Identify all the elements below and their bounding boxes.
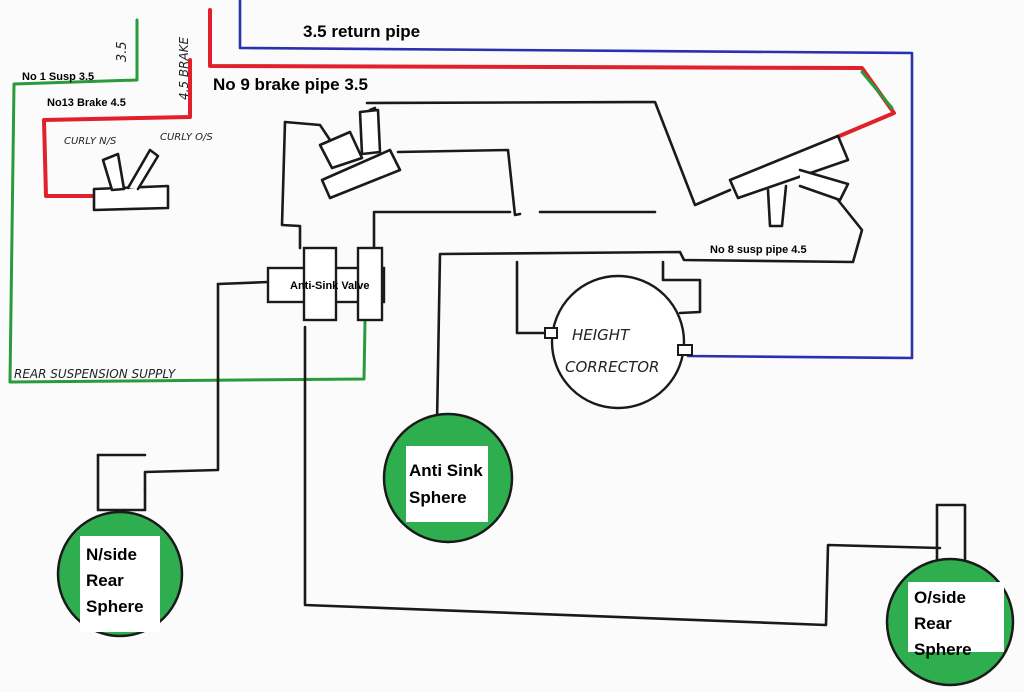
brake-pipe-9-red	[208, 8, 896, 142]
rear-supply-label: REAR SUSPENSION SUPPLY	[14, 367, 177, 381]
vert-35-label: 3.5	[115, 41, 130, 62]
black-pipework	[96, 100, 967, 627]
curly-valve-block	[92, 148, 170, 212]
ns-rear-sphere	[56, 510, 184, 638]
os-rear-sphere	[885, 557, 1015, 687]
ns-sphere-line-3: Sphere	[86, 597, 144, 616]
ns-sphere-line-2: Rear	[86, 571, 124, 590]
susp-8-label: No 8 susp pipe 4.5	[710, 244, 807, 256]
brake-pipe-13-red	[42, 58, 192, 198]
rear-suspension-supply-green	[8, 18, 367, 384]
curly-ns-label: CURLY N/S	[64, 136, 117, 147]
brake-pipe-green-end	[860, 70, 894, 110]
height-corrector	[544, 274, 693, 410]
curly-os-label: CURLY O/S	[160, 132, 213, 143]
anti-sink-sphere-line-1: Anti Sink	[409, 461, 483, 480]
anti-sink-sphere-line-2: Sphere	[409, 488, 467, 507]
brake-pipe-9-label: No 9 brake pipe 3.5	[213, 75, 368, 94]
anti-sink-valve-body	[266, 246, 386, 322]
ns-sphere-line-1: N/side	[86, 545, 137, 564]
os-sphere-line-1: O/side	[914, 588, 966, 607]
height-corrector-label-1: HEIGHT	[572, 326, 631, 344]
anti-sink-valve-label: Anti-Sink Valve	[290, 280, 369, 292]
os-sphere-line-2: Rear	[914, 614, 952, 633]
brake-13-label: No13 Brake 4.5	[47, 97, 126, 109]
height-corrector-label-2: CORRECTOR	[565, 358, 659, 376]
return-pipe-label: 3.5 return pipe	[303, 22, 420, 41]
os-sphere-line-3: Sphere	[914, 640, 972, 659]
susp-1-label: No 1 Susp 3.5	[22, 71, 94, 83]
anti-sink-sphere	[382, 412, 514, 544]
vert-45-brake-label: 4.5 BRAKE	[177, 36, 191, 100]
